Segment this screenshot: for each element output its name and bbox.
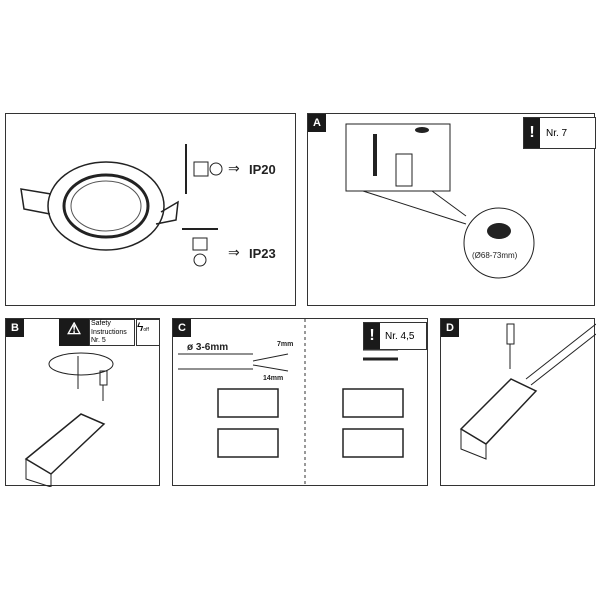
step-c-panel: C ø 3-6mm 7mm 14mm ! Nr. 4,5: [172, 318, 428, 487]
step-b-panel: B ⚠ Safety Instructions Nr. 5 ϟoff: [5, 318, 160, 487]
overview-panel: IP20 IP23 ⇒ ⇒: [5, 113, 296, 306]
closing-terminal-illustration: [459, 323, 596, 460]
step-a-panel: A (Ø68-73mm) ! Nr. 7: [307, 113, 596, 306]
step-label: A: [308, 114, 326, 132]
step-label: C: [173, 319, 191, 337]
arrow-icon: ⇒: [228, 244, 240, 260]
arrow-icon: ⇒: [228, 160, 240, 176]
power-off-label: off: [143, 327, 149, 333]
safety-ref: Nr. 5: [91, 337, 106, 344]
cutout-diameter: (Ø68-73mm): [472, 251, 518, 260]
downlight-illustration: [20, 144, 223, 267]
step-label: D: [441, 319, 459, 337]
step-d-panel: D: [440, 318, 596, 486]
ip20-rating: IP20: [249, 162, 276, 177]
note-reference: ! Nr. 7: [523, 117, 596, 149]
terminal-illustration: [24, 352, 114, 487]
safety-line2: Instructions: [91, 328, 127, 336]
drilling-illustration: [345, 123, 535, 279]
warning-icon: !: [364, 323, 380, 349]
note-text: Nr. 4,5: [385, 330, 415, 342]
step-label: B: [6, 319, 24, 337]
power-off-icon: ϟoff: [136, 319, 160, 346]
warning-icon: !: [524, 118, 540, 148]
safety-line1: Safety: [91, 320, 111, 327]
strip-length-short: 7mm: [277, 341, 294, 348]
ip23-rating: IP23: [249, 246, 276, 261]
note-reference: ! Nr. 4,5: [363, 322, 427, 350]
wiring-illustration: [178, 319, 404, 487]
safety-instructions: Safety Instructions Nr. 5: [89, 319, 135, 346]
strip-length-long: 14mm: [263, 375, 284, 382]
cable-diameter: ø 3-6mm: [187, 342, 229, 353]
note-text: Nr. 7: [546, 127, 568, 139]
warning-triangle-icon: ⚠: [59, 319, 89, 346]
